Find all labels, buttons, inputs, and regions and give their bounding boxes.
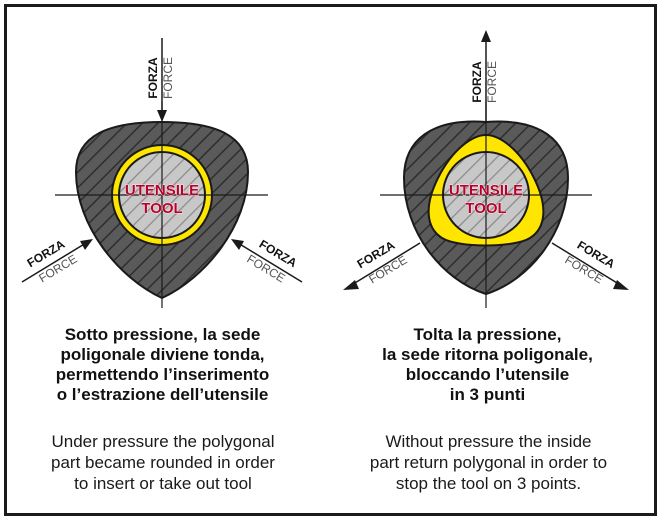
left-caption-it-line: o l’estrazione dell’utensile: [56, 385, 269, 404]
left-panel: UTENSILE TOOL FORZA FORCE FORZA FORCE FO…: [21, 38, 303, 308]
right-caption-it-line: bloccando l’utensile: [405, 365, 570, 384]
right-force-top-label-it: FORZA: [470, 61, 484, 103]
right-force-top-arrowhead: [481, 30, 491, 42]
left-force-bottom-right: FORZA FORCE: [231, 237, 303, 285]
right-force-bottom-right-shaft: [551, 242, 623, 287]
left-force-bottom-left-shaft: [21, 242, 87, 283]
left-caption-en-line: to insert or take out tool: [74, 474, 252, 493]
left-force-top: FORZA FORCE: [146, 38, 175, 122]
left-force-top-label-en: FORCE: [161, 57, 175, 99]
left-caption-english: Under pressure the polygonal part became…: [22, 431, 304, 494]
right-force-bottom-right-arrowhead: [613, 280, 629, 290]
right-force-bottom-left-shaft: [349, 242, 421, 287]
left-force-top-arrowhead: [157, 110, 167, 122]
left-force-bottom-left: FORZA FORCE: [21, 237, 93, 285]
left-caption-en-line: Under pressure the polygonal: [51, 432, 275, 451]
left-tool-label-en: TOOL: [141, 200, 182, 217]
left-caption-it-line: Sotto pressione, la sede: [64, 325, 261, 344]
right-tool-label-en: TOOL: [465, 200, 506, 217]
right-force-bottom-left-arrowhead: [343, 280, 359, 290]
left-caption-it-line: permettendo l’inserimento: [55, 365, 270, 384]
right-panel: UTENSILE TOOL FORZA FORCE FORZA FORCE FO…: [343, 30, 629, 308]
right-force-bottom-left: FORZA FORCE: [343, 238, 421, 290]
right-force-top-label-en: FORCE: [485, 61, 499, 103]
right-caption-english: Without pressure the inside part return …: [336, 431, 641, 494]
left-force-bottom-left-arrowhead: [80, 239, 93, 250]
right-caption-en-line: part return polygonal in order to: [369, 453, 608, 472]
right-caption-italian: Tolta la pressione, la sede ritorna poli…: [350, 325, 625, 405]
right-force-bottom-right: FORZA FORCE: [551, 238, 629, 290]
right-caption-it-line: Tolta la pressione,: [413, 325, 562, 344]
left-caption-en-line: part became rounded in order: [51, 453, 275, 472]
right-caption-it-line: in 3 punti: [449, 385, 526, 404]
left-force-top-label-it: FORZA: [146, 57, 160, 99]
left-caption-it-line: poligonale diviene tonda,: [60, 345, 265, 364]
right-caption-it-line: la sede ritorna poligonale,: [382, 345, 593, 364]
left-force-bottom-right-shaft: [237, 242, 303, 283]
right-caption-en-line: stop the tool on 3 points.: [395, 474, 582, 493]
left-caption-italian: Sotto pressione, la sede poligonale divi…: [30, 325, 295, 405]
left-force-bottom-right-arrowhead: [231, 239, 244, 250]
right-caption-en-line: Without pressure the inside: [385, 432, 592, 451]
right-tool-label-it: UTENSILE: [449, 182, 523, 199]
right-force-top: FORZA FORCE: [470, 30, 499, 122]
left-tool-label-it: UTENSILE: [125, 182, 199, 199]
